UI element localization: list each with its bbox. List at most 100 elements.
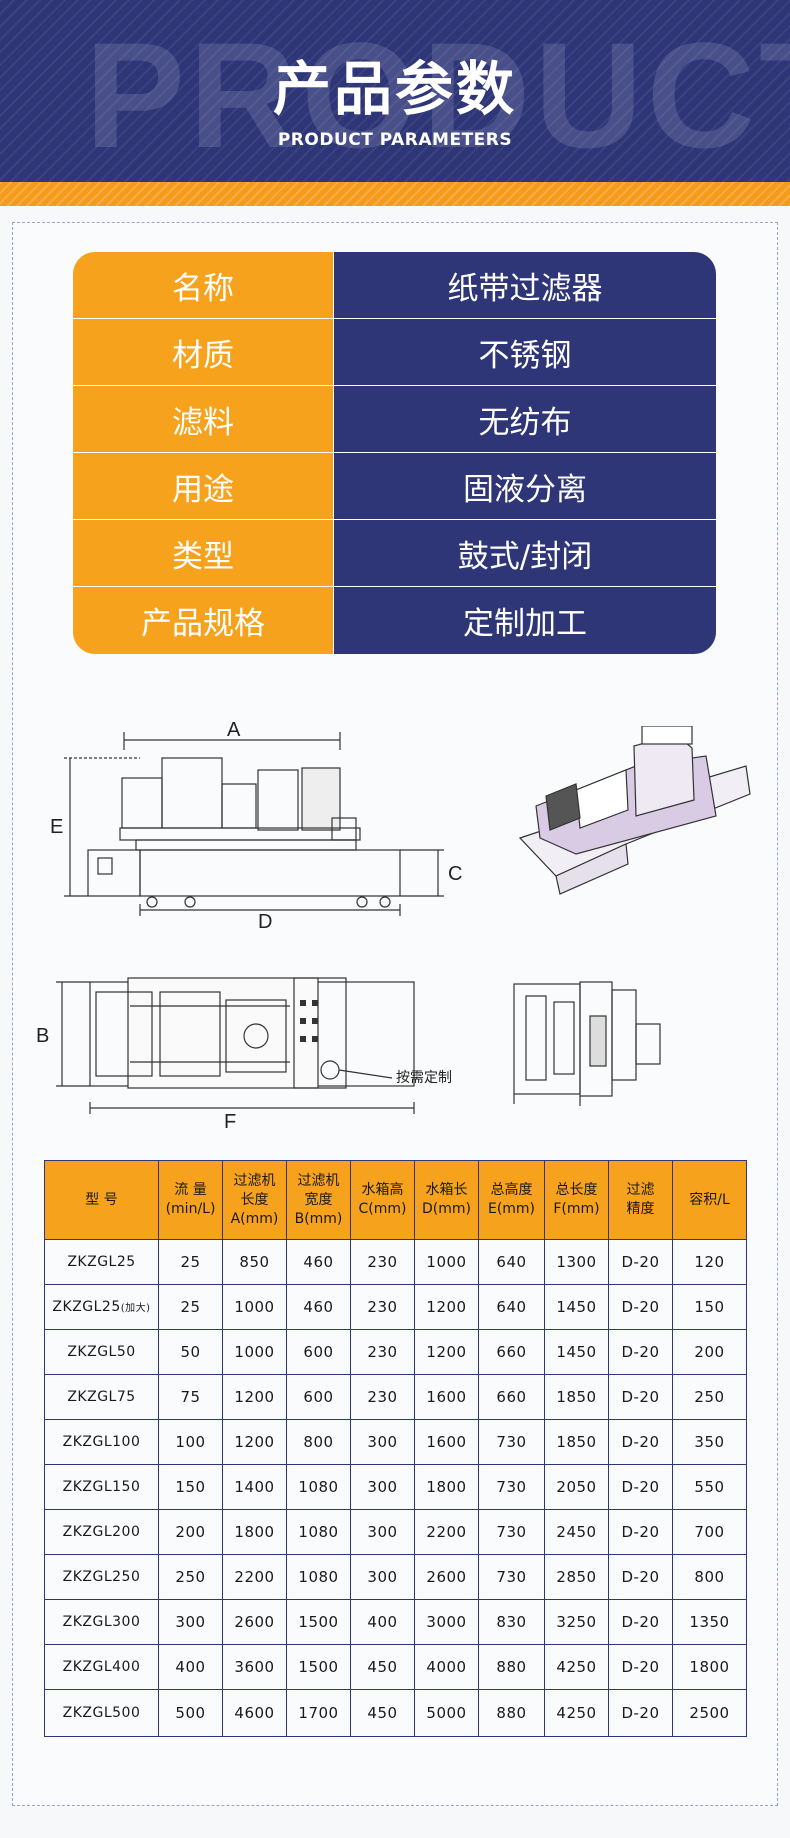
spec-cell: 830 bbox=[478, 1599, 545, 1645]
spec-cell: 2050 bbox=[544, 1464, 609, 1510]
custom-note-label: 按需定制 bbox=[396, 1070, 452, 1086]
spec-cell: 1700 bbox=[286, 1689, 351, 1737]
banner-watermark-word: PRODUCT bbox=[85, 11, 790, 179]
spec-cell: 1500 bbox=[286, 1644, 351, 1690]
spec-cell: 4600 bbox=[222, 1689, 287, 1737]
spec-cell: 200 bbox=[158, 1509, 223, 1555]
spec-cell: 300 bbox=[158, 1599, 223, 1645]
spec-cell: 1080 bbox=[286, 1509, 351, 1555]
spec-cell: 640 bbox=[478, 1284, 545, 1330]
header-banner: PRODUCT 产品参数 PRODUCT PARAMETERS bbox=[0, 0, 790, 182]
spec-cell: 600 bbox=[286, 1329, 351, 1375]
spec-cell: 880 bbox=[478, 1689, 545, 1737]
spec-cell: 25 bbox=[158, 1284, 223, 1330]
spec-cell: 300 bbox=[350, 1464, 415, 1510]
spec-cell: 1000 bbox=[222, 1284, 287, 1330]
dim-label-d: D bbox=[258, 911, 272, 930]
spec-cell: 75 bbox=[158, 1374, 223, 1420]
property-key: 产品规格 bbox=[73, 587, 334, 654]
model-cell: ZKZGL400 bbox=[44, 1644, 159, 1690]
spec-cell: 1080 bbox=[286, 1464, 351, 1510]
spec-cell: 460 bbox=[286, 1239, 351, 1285]
spec-cell: 730 bbox=[478, 1554, 545, 1600]
spec-cell: 2450 bbox=[544, 1509, 609, 1555]
spec-cell: 1200 bbox=[414, 1284, 479, 1330]
spec-cell: 150 bbox=[672, 1284, 747, 1330]
spec-cell: 1600 bbox=[414, 1419, 479, 1465]
spec-cell: 660 bbox=[478, 1374, 545, 1420]
dim-label-a: A bbox=[227, 720, 241, 741]
top-view-drawing: B F 按需定制 bbox=[36, 977, 452, 1130]
spec-cell: 230 bbox=[350, 1239, 415, 1285]
header-flow: 流 量(min/L) bbox=[158, 1160, 223, 1240]
spec-cell: 5000 bbox=[414, 1689, 479, 1737]
spec-cell: D-20 bbox=[608, 1689, 673, 1737]
end-view-drawing bbox=[513, 981, 661, 1106]
spec-cell: D-20 bbox=[608, 1419, 673, 1465]
isometric-view-drawing bbox=[518, 726, 751, 895]
spec-cell: 2200 bbox=[222, 1554, 287, 1600]
spec-cell: 100 bbox=[158, 1419, 223, 1465]
spec-cell: 1000 bbox=[222, 1329, 287, 1375]
model-cell: ZKZGL25 bbox=[44, 1239, 159, 1285]
spec-cell: 660 bbox=[478, 1329, 545, 1375]
spec-cell: D-20 bbox=[608, 1509, 673, 1555]
model-cell: ZKZGL250 bbox=[44, 1554, 159, 1600]
spec-cell: 1500 bbox=[286, 1599, 351, 1645]
spec-cell: D-20 bbox=[608, 1554, 673, 1600]
model-cell: ZKZGL300 bbox=[44, 1599, 159, 1645]
spec-cell: 230 bbox=[350, 1329, 415, 1375]
model-cell: ZKZGL50 bbox=[44, 1329, 159, 1375]
spec-cell: 230 bbox=[350, 1284, 415, 1330]
spec-cell: 800 bbox=[672, 1554, 747, 1600]
spec-cell: 1200 bbox=[414, 1329, 479, 1375]
spec-cell: 1000 bbox=[414, 1239, 479, 1285]
property-row: 滤料 无纺布 bbox=[73, 386, 716, 453]
dim-label-f: F bbox=[224, 1111, 236, 1130]
spec-cell: D-20 bbox=[608, 1239, 673, 1285]
model-cell: ZKZGL150 bbox=[44, 1464, 159, 1510]
property-value: 鼓式/封闭 bbox=[334, 520, 716, 586]
spec-cell: D-20 bbox=[608, 1374, 673, 1420]
spec-cell: 300 bbox=[350, 1509, 415, 1555]
property-key: 材质 bbox=[73, 319, 334, 385]
spec-cell: 1200 bbox=[222, 1419, 287, 1465]
spec-cell: 2500 bbox=[672, 1689, 747, 1737]
model-suffix: (加大) bbox=[120, 1303, 151, 1314]
model-cell: ZKZGL500 bbox=[44, 1689, 159, 1737]
spec-cell: 730 bbox=[478, 1419, 545, 1465]
model-cell: ZKZGL75 bbox=[44, 1374, 159, 1420]
header-volume: 容积/L bbox=[672, 1160, 747, 1240]
spec-cell: 2600 bbox=[414, 1554, 479, 1600]
property-key: 类型 bbox=[73, 520, 334, 586]
property-row: 用途 固液分离 bbox=[73, 453, 716, 520]
spec-cell: 1200 bbox=[222, 1374, 287, 1420]
spec-cell: 25 bbox=[158, 1239, 223, 1285]
spec-cell: 150 bbox=[158, 1464, 223, 1510]
property-table: 名称 纸带过滤器 材质 不锈钢 滤料 无纺布 用途 固液分离 类型 鼓式/封闭 … bbox=[73, 252, 716, 654]
spec-cell: 450 bbox=[350, 1689, 415, 1737]
spec-cell: 300 bbox=[350, 1554, 415, 1600]
spec-cell: 450 bbox=[350, 1644, 415, 1690]
property-key: 用途 bbox=[73, 453, 334, 519]
spec-cell: 550 bbox=[672, 1464, 747, 1510]
dim-label-b: B bbox=[36, 1025, 49, 1047]
spec-cell: 880 bbox=[478, 1644, 545, 1690]
dim-label-c: C bbox=[448, 863, 462, 885]
page-subtitle: PRODUCT PARAMETERS bbox=[277, 130, 513, 150]
spec-cell: 500 bbox=[158, 1689, 223, 1737]
spec-cell: 400 bbox=[158, 1644, 223, 1690]
model-cell: ZKZGL100 bbox=[44, 1419, 159, 1465]
